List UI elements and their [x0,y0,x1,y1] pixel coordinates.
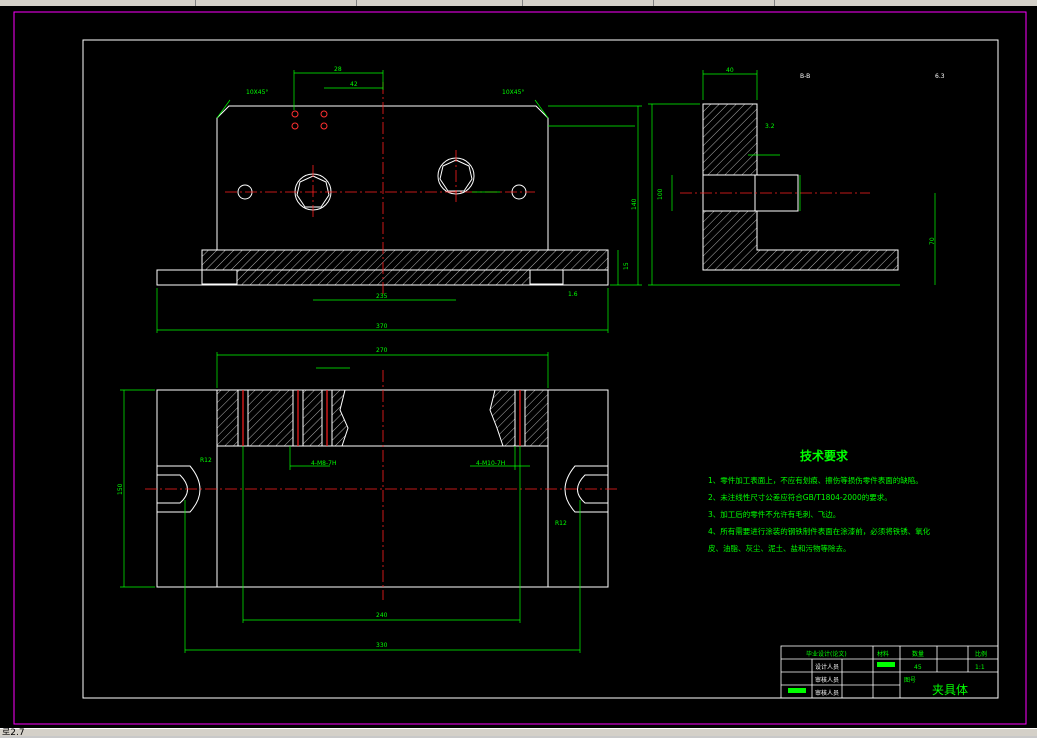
top-centerlines [145,370,620,600]
roughness-note: 6.3 [935,73,945,80]
dim-text: 240 [376,612,388,619]
dim-text: 42 [350,81,358,88]
dim-text: 10X45° [246,89,268,96]
top-hole-lines [242,390,521,446]
title-scale-label: 比例 [975,650,987,658]
side-dimensions [648,70,936,286]
title-top-label: 毕业设计(论文) [806,650,847,658]
dim-text: 70 [929,237,936,245]
dim-text: 370 [376,323,388,330]
tech-line: 2、未注线性尺寸公差应符合GB/T1804-2000的要求。 [708,492,892,502]
dim-text: 4-M10-7H [476,460,505,467]
front-dimensions [156,70,642,333]
title-block [780,645,999,699]
side-view [702,103,899,271]
dim-text: R12 [555,520,567,527]
front-view [156,105,609,286]
dim-text: 150 [117,483,124,495]
cad-drawing-canvas[interactable]: 28 42 10X45° 10X45° 370 235 140 15 1.6 4… [0,6,1037,728]
toolbar-segment[interactable] [0,0,196,6]
drawing-frame [82,39,999,699]
dim-text: 1.6 [568,291,578,298]
dim-text: 270 [376,347,388,354]
dim-text: 10X45° [502,89,524,96]
title-material-label: 材料 [877,650,889,658]
title-designer: 设计人员 [815,663,839,671]
dim-text: 28 [334,66,342,73]
toolbar-segment[interactable] [196,0,357,6]
tech-line: 1、零件加工表面上，不应有划痕、擦伤等损伤零件表面的缺陷。 [708,475,923,485]
top-dim-text: 270 240 330 150 4-M8-7H 4-M10-7H R12 R12 [117,347,567,649]
dim-text: 140 [631,198,638,210]
part-name: 夹具体 [932,683,968,697]
front-dim-text: 28 42 10X45° 10X45° 370 235 140 15 1.6 [246,66,638,330]
dim-text: 330 [376,642,388,649]
dim-text: 40 [726,67,734,74]
technical-requirements: 技术要求 1、零件加工表面上，不应有划痕、擦伤等损伤零件表面的缺陷。 2、未注线… [708,448,931,553]
section-label: B-B [800,73,810,80]
dim-text: 15 [623,262,630,270]
toolbar-segment[interactable] [523,0,654,6]
toolbar-segment[interactable] [654,0,775,6]
tech-line: 3、加工后的零件不允许有毛刺、飞边。 [708,509,840,519]
title-block-text: 毕业设计(论文) 材料 数量 比例 45 1:1 图号 设计人员 审核人员 审核… [806,650,987,697]
sheet-border [13,11,1027,725]
toolbar-segment[interactable] [357,0,523,6]
top-dimensions [120,352,581,653]
title-qty-label: 数量 [912,650,924,658]
title-scale: 1:1 [975,664,985,671]
cad-drawing-svg: 28 42 10X45° 10X45° 370 235 140 15 1.6 4… [13,11,1027,725]
status-text: 로2.7 [2,728,25,738]
dim-text: 3.2 [765,123,775,130]
top-view [156,389,609,588]
title-drawing-no: 图号 [904,677,916,684]
side-dim-text: 40 100 70 B-B 6.3 3.2 [657,67,945,245]
dim-text: 100 [657,188,664,200]
dim-text: R12 [200,457,212,464]
title-checker: 审核人员 [815,676,839,684]
dim-text: 235 [376,293,388,300]
front-centerlines [225,82,535,295]
tech-line: 4、所有需要进行涂装的钢铁制件表面在涂漆前，必须将铁锈、氧化 [708,526,931,536]
dim-text: 4-M8-7H [311,460,336,467]
title-material: 45 [914,664,922,671]
status-bar: 로2.7 [0,728,1037,738]
title-approver: 审核人员 [815,689,839,697]
tech-line: 皮、油脂、灰尘、泥土、盐和污物等除去。 [708,543,851,553]
tech-title: 技术要求 [800,448,849,463]
